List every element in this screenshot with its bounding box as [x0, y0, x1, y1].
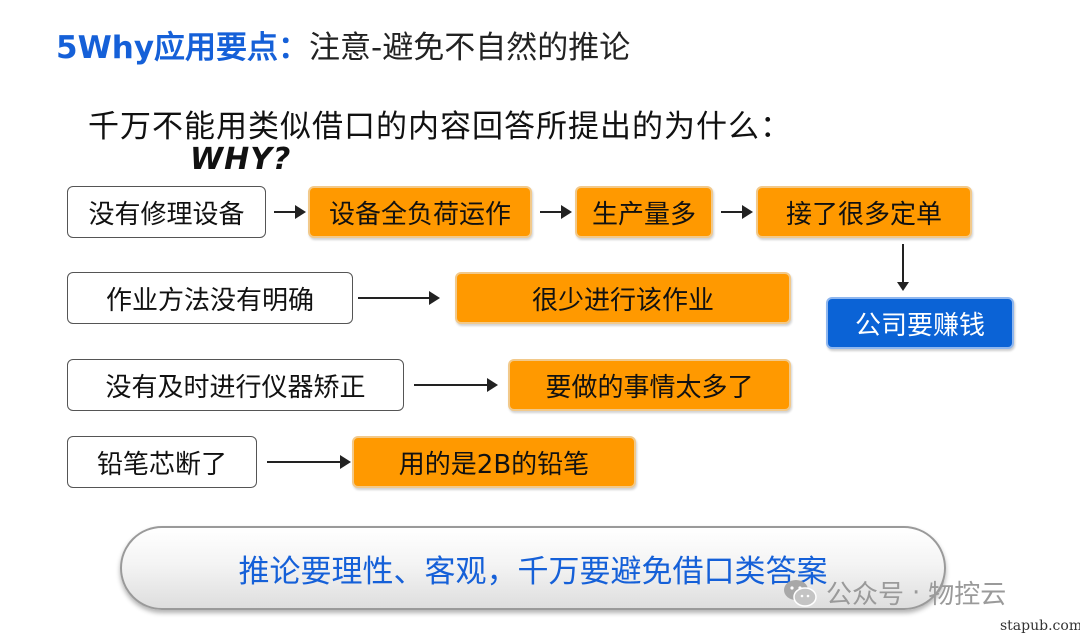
- answer-box-3: 要做的事情太多了: [508, 359, 791, 411]
- cause-box-3: 没有及时进行仪器矫正: [67, 359, 404, 411]
- arrow-3: [414, 378, 498, 392]
- arrow-down: [897, 244, 909, 291]
- chain-box-1: 设备全负荷运作: [308, 186, 532, 238]
- arrow-2: [358, 291, 440, 305]
- answer-box-2: 很少进行该作业: [455, 272, 791, 324]
- answer-box-4: 用的是2B的铅笔: [352, 436, 636, 488]
- watermark: 公众号 · 物控云: [782, 574, 1006, 611]
- arrow-1c: [721, 205, 753, 219]
- why-label: WHY?: [190, 142, 292, 177]
- arrow-4: [267, 455, 351, 469]
- cause-box-1: 没有修理设备: [67, 186, 266, 238]
- title-separator: ：: [278, 30, 310, 66]
- chain-box-3: 接了很多定单: [756, 186, 972, 238]
- page-title: 5Why应用要点：注意-避免不自然的推论: [56, 22, 630, 67]
- wechat-icon: [784, 579, 817, 607]
- result-box: 公司要赚钱: [826, 297, 1014, 349]
- chain-box-2: 生产量多: [575, 186, 713, 238]
- conclusion-banner: 推论要理性、客观，千万要避免借口类答案: [120, 526, 946, 610]
- cause-box-4: 铅笔芯断了: [67, 436, 257, 488]
- arrow-1b: [540, 205, 572, 219]
- subtitle: 千万不能用类似借口的内容回答所提出的为什么：: [88, 109, 792, 145]
- watermark-channel: 公众号: [826, 580, 905, 610]
- site-label: stapub.com: [1000, 618, 1080, 634]
- title-main: 应用要点: [154, 30, 279, 66]
- arrow-1a: [274, 205, 306, 219]
- title-brand: 5Why: [56, 30, 155, 66]
- watermark-dot: ·: [912, 577, 921, 608]
- cause-box-2: 作业方法没有明确: [67, 272, 353, 324]
- title-sub: 注意-避免不自然的推论: [309, 30, 631, 66]
- conclusion-text: 推论要理性、客观，千万要避免借口类答案: [238, 553, 828, 590]
- watermark-name: 物控云: [928, 580, 1007, 610]
